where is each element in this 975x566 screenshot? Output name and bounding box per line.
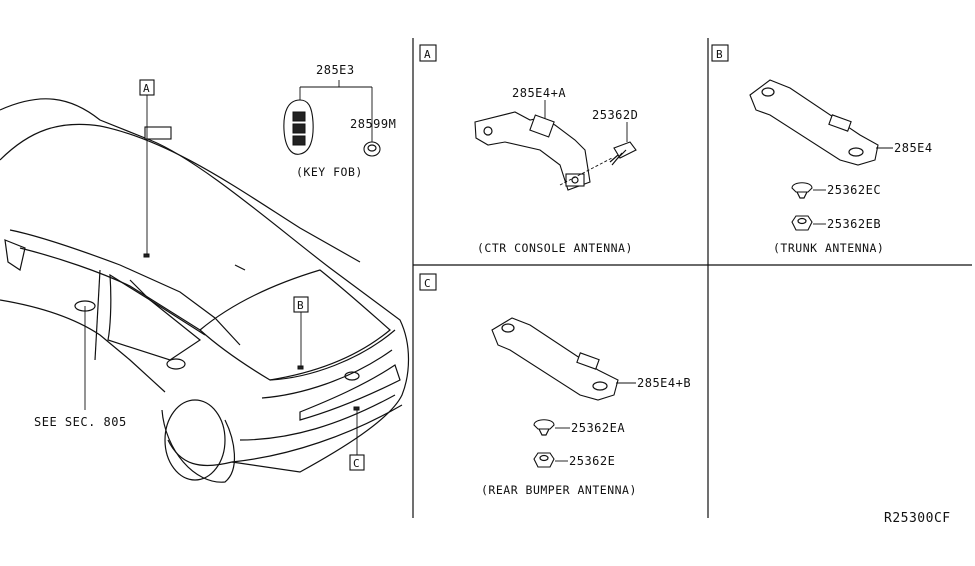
callout-c: C — [349, 410, 365, 471]
part-285E4A-label: 285E4+A — [512, 86, 566, 100]
battery-icon — [363, 141, 381, 157]
part-25362EB-label: 25362EB — [827, 217, 881, 231]
section-ref-label: SEE SEC. 805 — [34, 415, 127, 429]
callout-b: B — [293, 296, 309, 367]
callout-a: A — [139, 79, 155, 255]
part-25362EC-label: 25362EC — [827, 183, 881, 197]
part-285E3-label: 285E3 — [316, 63, 355, 77]
ctr-console-caption: (CTR CONSOLE ANTENNA) — [477, 241, 633, 255]
rear-bumper-antenna-icon — [491, 317, 619, 401]
trunk-antenna-icon — [749, 79, 879, 166]
panel-c-label: C — [424, 277, 431, 290]
part-28599M-label: 28599M — [350, 117, 396, 131]
clip-25362EC-icon — [791, 182, 813, 193]
panel-c: C 285E4+B 25362EA 25362E (REAR BUMPER AN… — [419, 273, 691, 497]
key-fob-group: 285E3 28599M (KEY FOB) — [283, 63, 396, 179]
part-25362EA-label: 25362EA — [571, 421, 625, 435]
part-25362E-label: 25362E — [569, 454, 615, 468]
panel-a: A 285E4+A 25362D (CTR CONSOLE ANTENNA) — [419, 44, 638, 255]
rear-bumper-caption: (REAR BUMPER ANTENNA) — [481, 483, 637, 497]
key-fob-caption: (KEY FOB) — [296, 165, 363, 179]
part-25362D-label: 25362D — [592, 108, 638, 122]
clip-25362EA-icon — [533, 419, 555, 430]
part-285E4B-label: 285E4+B — [637, 376, 691, 390]
drawing-code: R25300CF — [884, 511, 951, 526]
callout-b-label: B — [297, 299, 304, 312]
panel-a-label: A — [424, 48, 431, 61]
callout-c-label: C — [353, 457, 360, 470]
panel-b: B 285E4 25362EC 25362EB (TRUNK ANTENNA) — [711, 44, 933, 255]
callout-a-label: A — [143, 82, 150, 95]
part-285E4-label: 285E4 — [894, 141, 933, 155]
section-reference: SEE SEC. 805 — [34, 306, 127, 429]
trunk-caption: (TRUNK ANTENNA) — [773, 241, 884, 255]
panel-dividers — [412, 38, 972, 518]
bolt-25362D-icon — [613, 141, 637, 159]
vehicle-illustration — [0, 98, 410, 483]
panel-b-label: B — [716, 48, 723, 61]
